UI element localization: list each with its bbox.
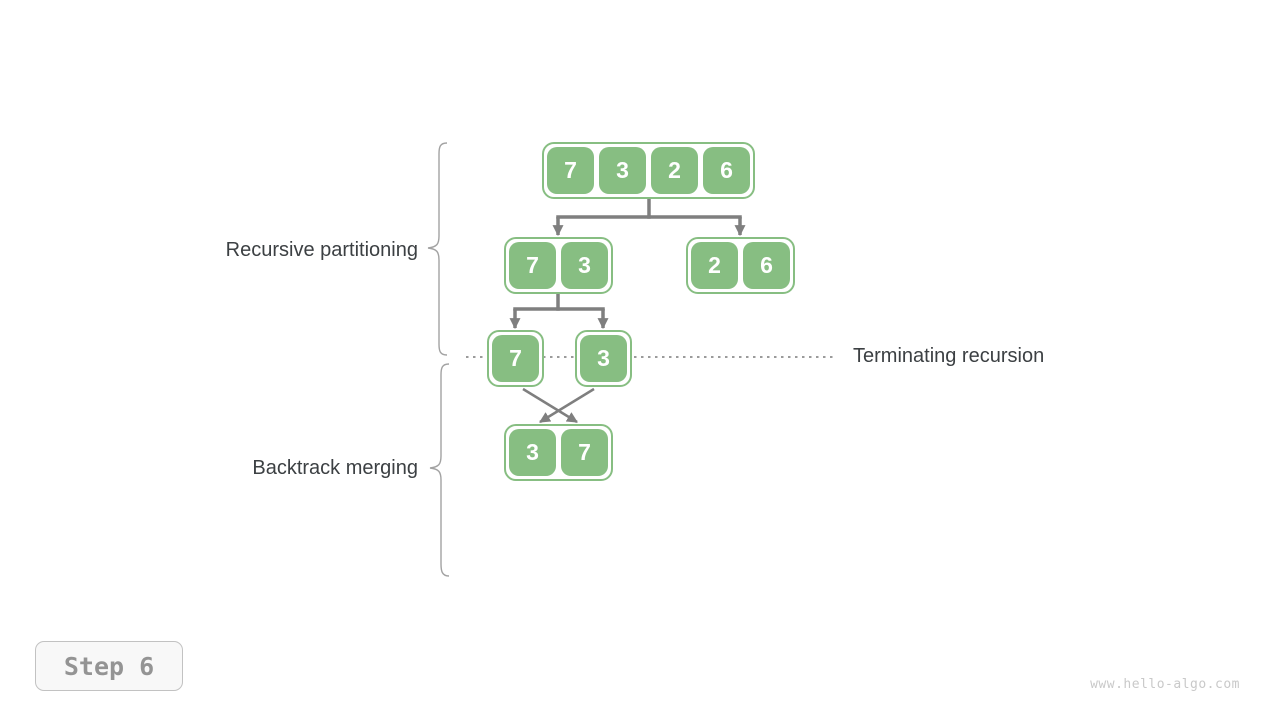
array-cell: 7 [547,147,594,194]
watermark: www.hello-algo.com [1090,677,1240,692]
label-terminating-recursion: Terminating recursion [853,345,1045,367]
partition-connector-level2 [509,293,609,330]
array-cell: 3 [580,335,627,382]
array-box-level2-left: 7 3 [504,237,613,294]
array-cell: 3 [561,242,608,289]
array-cell: 6 [703,147,750,194]
step-badge: Step 6 [35,641,183,691]
array-cell: 7 [492,335,539,382]
brace-recursive-partitioning [427,142,448,356]
array-cell: 3 [509,429,556,476]
array-box-level3-left: 7 [487,330,544,387]
array-box-merged: 3 7 [504,424,613,481]
array-cell: 2 [691,242,738,289]
array-box-level2-right: 2 6 [686,237,795,294]
array-box-level1: 7 3 2 6 [542,142,755,199]
array-cell: 2 [651,147,698,194]
array-cell: 3 [599,147,646,194]
partition-connector-level1 [552,198,746,237]
array-cell: 6 [743,242,790,289]
array-cell: 7 [509,242,556,289]
array-cell: 7 [561,429,608,476]
label-backtrack-merging: Backtrack merging [252,457,418,479]
brace-backtrack-merging [429,363,450,577]
merge-cross-arrows [522,387,595,424]
label-recursive-partitioning: Recursive partitioning [225,239,418,261]
array-box-level3-right: 3 [575,330,632,387]
